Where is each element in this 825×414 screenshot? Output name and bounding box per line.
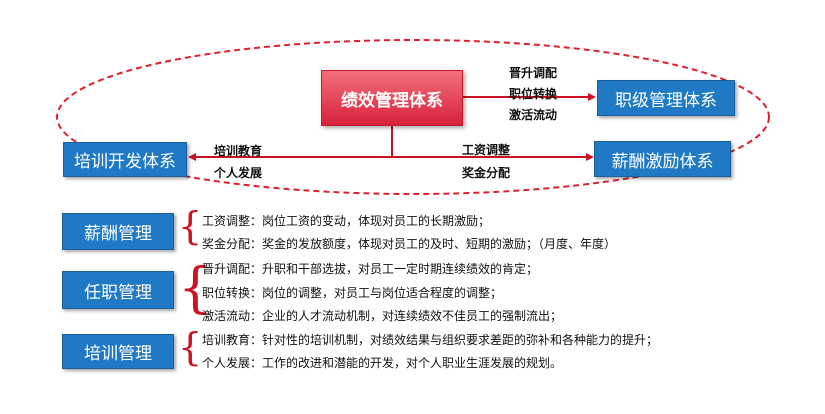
rank-system-box: 职级管理体系 — [597, 80, 735, 116]
arrow-label-wage-adjust: 工资调整 — [462, 143, 511, 157]
section-position-line-1: 晋升调配：升职和干部选拔，对员工一定时期连续绩效的肯定； — [202, 262, 539, 276]
section-salary-line-1: 工资调整：岗位工资的变动，体现对员工的长期激励； — [202, 214, 491, 228]
section-title-position: 任职管理 — [62, 271, 174, 309]
arrow-label-promotion: 晋升调配 — [509, 66, 558, 80]
arrow-label-position-change: 职位转换 — [509, 87, 558, 101]
brace-training: { — [178, 325, 203, 369]
section-salary-line-2: 奖金分配：奖金的发放额度，体现对员工的及时、短期的激励；（月度、年度） — [202, 237, 617, 251]
section-title-training-label: 培训管理 — [84, 344, 152, 364]
training-system-box: 培训开发体系 — [63, 142, 187, 177]
arrow-label-training: 培训教育 — [214, 144, 263, 158]
section-title-salary-label: 薪酬管理 — [84, 224, 152, 244]
brace-salary: { — [178, 204, 203, 248]
salary-system-label: 薪酬激励体系 — [611, 151, 714, 172]
section-training-line-2: 个人发展：工作的改进和潜能的开发，对个人职业生涯发展的规划。 — [202, 356, 563, 370]
arrow-label-personal-dev: 个人发展 — [214, 166, 263, 180]
training-system-label: 培训开发体系 — [74, 152, 176, 172]
arrow-label-bonus: 奖金分配 — [462, 166, 511, 180]
dashed-ellipse — [56, 39, 770, 195]
brace-position: { — [178, 256, 213, 319]
salary-system-box: 薪酬激励体系 — [594, 141, 731, 177]
arrow-label-activation: 激活流动 — [509, 108, 558, 122]
section-title-training: 培训管理 — [62, 334, 174, 369]
section-training-line-1: 培训教育：针对性的培训机制，对绩效结果与组织要求差距的弥补和各种能力的提升； — [202, 333, 659, 347]
section-title-position-label: 任职管理 — [84, 282, 152, 303]
section-position-line-3: 激活流动：企业的人才流动机制，对连续绩效不佳员工的强制流出； — [202, 309, 563, 323]
rank-system-label: 职级管理体系 — [615, 90, 717, 111]
performance-management-box: 绩效管理体系 — [321, 70, 463, 126]
section-position-line-2: 职位转换：岗位的调整，对员工与岗位适合程度的调整； — [202, 286, 503, 300]
section-title-salary: 薪酬管理 — [62, 213, 174, 250]
performance-management-label: 绩效管理体系 — [341, 90, 443, 111]
